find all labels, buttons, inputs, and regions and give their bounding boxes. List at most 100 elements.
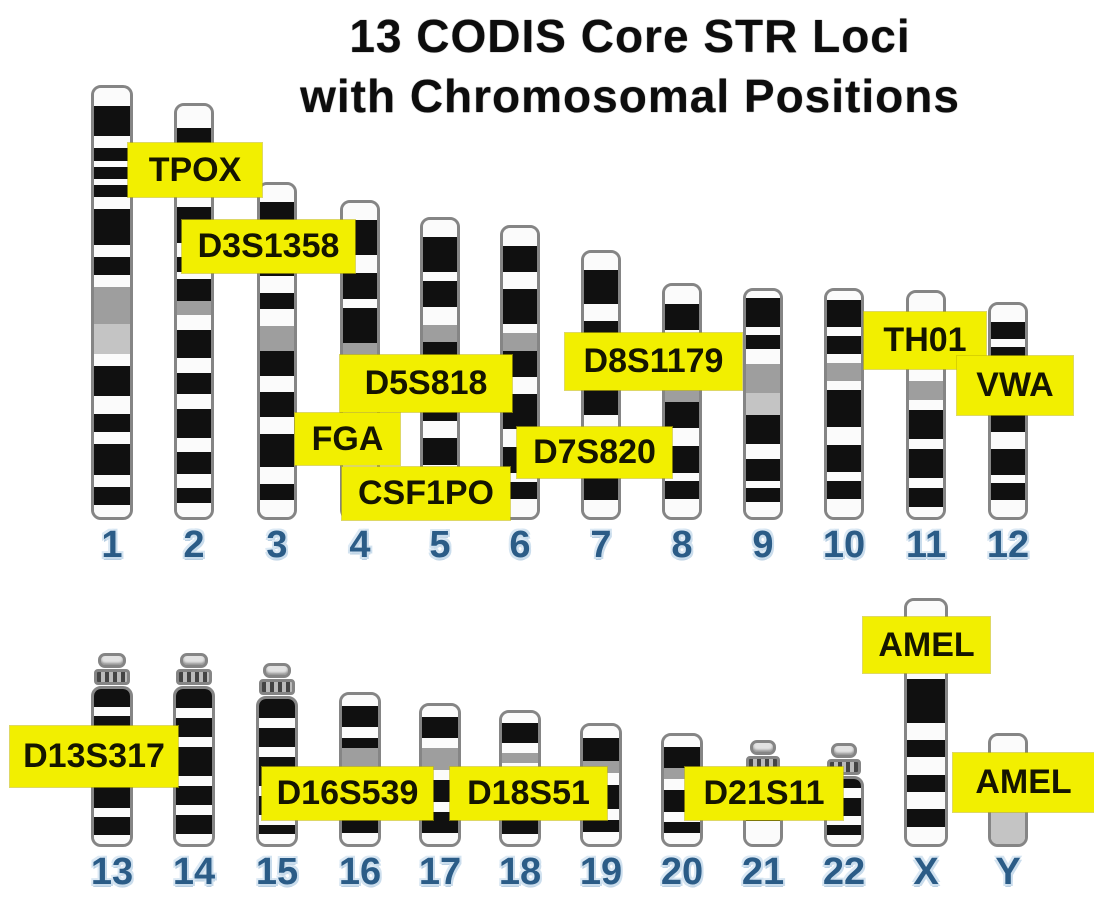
chromosome-18-number: 18 — [498, 851, 542, 893]
chromosome-band — [94, 178, 130, 185]
locus-label-vwa: VWA — [957, 356, 1073, 415]
diagram-title: 13 CODIS Core STR Loci with Chromosomal … — [140, 6, 1094, 126]
chromosome-band — [665, 286, 699, 304]
chromosome-20-number: 20 — [660, 851, 704, 893]
chromosome-band — [665, 499, 699, 517]
chromosome-band — [177, 106, 211, 128]
chromosome-band — [746, 487, 780, 503]
chromosome-band — [827, 336, 861, 355]
chromosome-band — [907, 826, 945, 844]
locus-label-d16s539: D16S539 — [262, 767, 433, 820]
chromosome-band — [343, 307, 377, 343]
chromosome-band — [260, 276, 294, 293]
chromosome-band — [94, 88, 130, 107]
chromosome-band — [746, 458, 780, 481]
chromosome-band — [746, 291, 780, 299]
chromosome-8-number: 8 — [671, 524, 693, 566]
chromosome-band — [94, 166, 130, 179]
chromosome-band — [827, 825, 861, 835]
chromosome-band — [260, 467, 294, 484]
chromosome-band — [991, 736, 1025, 756]
chromosome-band — [664, 779, 700, 790]
locus-label-d3s1358: D3S1358 — [182, 220, 355, 273]
chromosome-band — [907, 601, 945, 619]
chromosome-band — [827, 816, 861, 826]
chromosome-band — [664, 822, 700, 834]
chromosome-band — [260, 309, 294, 327]
chromosome-band — [665, 472, 699, 482]
chromosome-band — [260, 433, 294, 468]
chromosome-3-number: 3 — [266, 524, 288, 566]
chromosome-band — [259, 699, 295, 719]
chromosome-band — [94, 148, 130, 161]
chromosome-band — [583, 832, 619, 844]
chromosome-band — [94, 474, 130, 487]
chromosome-band — [746, 821, 780, 844]
chromosome-11-number: 11 — [905, 524, 947, 566]
chromosome-band — [665, 428, 699, 446]
chromosome-19-number: 19 — [579, 851, 623, 893]
chromosome-band — [94, 184, 130, 197]
chromosome-14-body — [173, 686, 215, 847]
chromosome-band — [827, 426, 861, 445]
chromosome-band — [502, 753, 538, 764]
chromosome-band — [665, 303, 699, 331]
locus-label-d5s818: D5S818 — [340, 355, 512, 412]
chromosome-band — [94, 257, 130, 276]
chromosome-band — [664, 811, 700, 823]
chromosome-band — [94, 160, 130, 167]
chromosome-band — [259, 718, 295, 728]
chromosome-band — [991, 449, 1025, 475]
chromosome-band — [260, 392, 294, 418]
chromosome-band — [94, 816, 130, 835]
chromosome-band — [94, 432, 130, 445]
chromosome-band — [94, 245, 130, 258]
chromosome-band — [176, 689, 212, 709]
chromosome-6-number: 6 — [509, 524, 531, 566]
locus-label-fga: FGA — [295, 413, 400, 465]
chromosome-band — [94, 208, 130, 246]
chromosome-12-number: 12 — [986, 524, 1030, 566]
chromosome-band — [746, 349, 780, 364]
chromosome-band — [583, 737, 619, 762]
chromosome-band — [176, 747, 212, 777]
chromosome-band — [176, 708, 212, 719]
chromosome-21-satellite-knob — [750, 740, 776, 755]
chromosome-10 — [824, 288, 864, 520]
chromosome-band — [422, 716, 458, 738]
chromosome-band — [94, 396, 130, 415]
chromosome-band — [991, 432, 1025, 450]
chromosome-band — [907, 722, 945, 740]
chromosome-band — [746, 414, 780, 445]
chromosome-10-body — [824, 288, 864, 520]
locus-label-amel-x: AMEL — [863, 617, 990, 673]
chromosome-band — [94, 707, 130, 717]
chromosome-9-number: 9 — [752, 524, 774, 566]
locus-label-d13s317: D13S317 — [10, 726, 178, 787]
chromosome-band — [909, 439, 943, 449]
chromosome-21-number: 21 — [741, 851, 785, 893]
chromosome-15-satellite-knob — [263, 663, 291, 678]
chromosome-band — [260, 292, 294, 310]
chromosome-band — [584, 270, 618, 305]
chromosome-band — [423, 220, 457, 238]
locus-label-d18s51: D18S51 — [450, 767, 607, 820]
chromosome-band — [991, 500, 1025, 517]
chromosome-band — [664, 746, 700, 769]
chromosome-band — [94, 275, 130, 288]
chromosome-band — [502, 723, 538, 744]
chromosome-band — [342, 737, 378, 749]
chromosome-band — [907, 809, 945, 827]
chromosome-band — [177, 502, 211, 517]
chromosome-band — [260, 185, 294, 202]
chromosome-13-satellite-knob — [98, 653, 126, 668]
chromosome-band — [177, 372, 211, 395]
chromosome-9 — [743, 288, 783, 520]
chromosome-band — [827, 291, 861, 301]
chromosome-band — [746, 502, 780, 517]
chromosome-band — [259, 747, 295, 757]
chromosome-band — [260, 483, 294, 501]
chromosome-8 — [662, 283, 702, 520]
chromosome-band — [746, 480, 780, 488]
